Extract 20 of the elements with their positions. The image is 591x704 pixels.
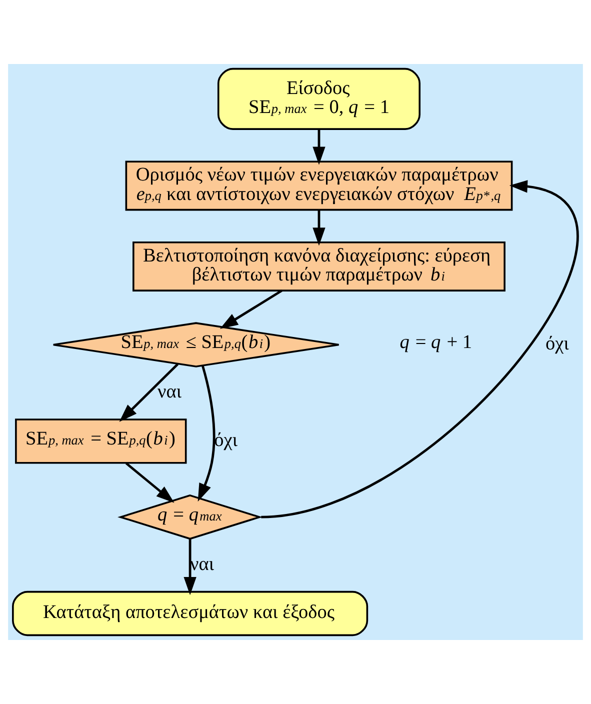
edge-label: ναι xyxy=(158,382,182,403)
arrow xyxy=(312,129,326,165)
node-box: SEp, max = SEp,q(bi) xyxy=(15,418,187,464)
node-diamond: q = qmax xyxy=(118,494,263,540)
arrow xyxy=(260,180,578,518)
node-box: Είσοδος SEp, max = 0, q = 1 xyxy=(217,68,421,130)
arrow xyxy=(119,363,179,422)
arrow xyxy=(220,290,282,329)
label: q = q + 1 xyxy=(400,332,472,354)
node-box: Ορισμός νέων τιμών ενεργειακών παραμέτρων ep,q και αντίστοιχων ενεργειακών στόχων Ep*,q xyxy=(125,160,513,211)
node-box: Κατάταξη αποτελεσμάτων και έξοδος xyxy=(12,590,368,636)
node-diamond: SEp, max ≤ SEp,q(bi) xyxy=(52,322,340,368)
arrow xyxy=(125,462,174,503)
arrow xyxy=(184,539,196,596)
arrow xyxy=(312,210,326,246)
edge-label: ναι xyxy=(190,554,214,575)
node-box: Βελτιστοποίηση κανόνα διαχείρισης: εύρεση βέλτιστων τιμών παραμέτρων bi xyxy=(132,241,506,292)
edge-label: όχι xyxy=(546,333,569,354)
arrow xyxy=(198,365,216,502)
edge-label: όχι xyxy=(214,430,238,451)
